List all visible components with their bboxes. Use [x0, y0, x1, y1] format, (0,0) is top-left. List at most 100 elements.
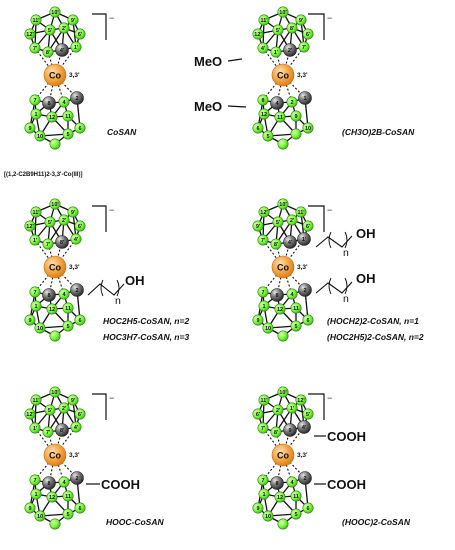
atom-locant: 12': [26, 32, 34, 38]
boron-atom: [262, 130, 274, 142]
atom-locant: 10': [51, 390, 59, 396]
cobalt-label: Co: [49, 451, 61, 461]
atom-locant: 5: [294, 512, 297, 518]
atom-locant: 8: [47, 293, 50, 299]
atom-locant: 1': [302, 237, 307, 243]
atom-locant: 8': [290, 26, 295, 32]
atom-locant: 10': [51, 202, 59, 208]
boron-atom: [62, 490, 74, 502]
boron-atom: [74, 408, 86, 420]
boron-atom: [277, 386, 289, 398]
atom-locant: 1': [290, 406, 295, 412]
atom-locant: 5': [306, 412, 311, 418]
atom-locant: 6: [306, 506, 309, 512]
boron-atom: [42, 426, 54, 438]
atom-locant: 4: [275, 101, 279, 107]
carbon-atom: [42, 476, 56, 490]
atom-locant: 6': [256, 412, 261, 418]
carbon-atom: [298, 471, 312, 485]
atom-locant: 6: [306, 318, 309, 324]
boron-atom: [67, 14, 79, 26]
atom-locant: 1: [34, 492, 37, 498]
atom-locant: 12': [26, 224, 34, 230]
chain-subscript: n: [115, 295, 121, 307]
atom-locant: 4: [62, 292, 66, 298]
oh-substituent: OH: [125, 273, 145, 288]
charge-sign: −: [109, 205, 114, 215]
atom-locant: 5: [66, 324, 69, 330]
atom-locant: 9: [28, 506, 31, 512]
boron-atom: [46, 111, 58, 123]
boron-atom: [34, 510, 46, 522]
atom-locant: 6': [306, 224, 311, 230]
atom-locant: 4: [62, 100, 66, 106]
atom-locant: 11: [65, 306, 71, 312]
boron-atom: [252, 28, 264, 40]
boron-atom: [58, 476, 70, 488]
boron-atom: [257, 286, 269, 298]
atom-locant: 1: [34, 304, 37, 310]
atom-locant: 6': [78, 224, 83, 230]
carbon-atom: [283, 43, 297, 57]
atom-locant: 1': [33, 426, 38, 432]
cooh-substituent-top: COOH: [327, 429, 366, 444]
charge-bracket: [308, 393, 325, 420]
boron-atom: [272, 404, 284, 416]
atom-locant: 9': [71, 18, 76, 24]
boron-atom: [30, 394, 42, 406]
atom-locant: 2: [290, 100, 293, 106]
atom-locant: 1: [262, 304, 265, 310]
chain-bracket: [100, 279, 120, 297]
atom-locant: 8: [275, 293, 278, 299]
boron-atom: [74, 314, 86, 326]
atom-locant: 4: [290, 292, 294, 298]
atom-locant: 7': [302, 45, 307, 51]
boron-atom: [62, 508, 74, 520]
boron-atom: [44, 216, 56, 228]
boron-atom: [290, 508, 302, 520]
boron-atom: [286, 288, 298, 300]
boron-atom: [257, 234, 269, 246]
atom-locant: 6: [256, 126, 259, 132]
carbon-atom: [283, 235, 297, 249]
boron-atom: [34, 322, 46, 334]
boron-atom: [270, 426, 282, 438]
atom-locant: 7': [261, 426, 266, 432]
atom-locant: 4': [302, 425, 307, 431]
boron-atom: [286, 96, 298, 108]
charge-bracket: [92, 393, 107, 420]
oh-substituent-top: OH: [356, 226, 376, 241]
atom-locant: 5: [66, 132, 69, 138]
atom-locant: 5': [276, 220, 281, 226]
boron-atom: [67, 206, 79, 218]
carbon-atom: [283, 423, 297, 437]
atom-locant: 11: [65, 494, 71, 500]
boron-atom: [24, 220, 36, 232]
chain-subscript-top: n: [343, 247, 349, 259]
atom-locant: 6: [78, 126, 81, 132]
boron-atom: [29, 286, 41, 298]
boron-atom: [29, 422, 41, 434]
atom-locant: 5': [48, 220, 53, 226]
atom-locant: 6: [78, 318, 81, 324]
boron-atom: [258, 394, 270, 406]
boron-atom: [70, 233, 82, 245]
atom-locant: 5: [294, 324, 297, 330]
cobalt-atom: [43, 443, 67, 467]
metal-locant: 3,3': [69, 452, 80, 459]
meo-substituent-bottom: MeO: [194, 99, 222, 114]
boron-atom: [286, 402, 298, 414]
boron-atom: [257, 422, 269, 434]
carbon-atom: [42, 96, 56, 110]
boron-atom: [29, 42, 41, 54]
boron-atom: [274, 491, 286, 503]
atom-locant: 7: [261, 478, 264, 484]
carbon-atom: [42, 288, 56, 302]
atom-locant: 9: [256, 506, 259, 512]
boron-atom: [49, 6, 61, 18]
boron-atom: [24, 314, 36, 326]
carbon-atom: [298, 91, 312, 105]
atom-locant: 8': [274, 242, 279, 248]
atom-locant: 10': [51, 10, 59, 16]
atom-locant: 2': [276, 408, 281, 414]
